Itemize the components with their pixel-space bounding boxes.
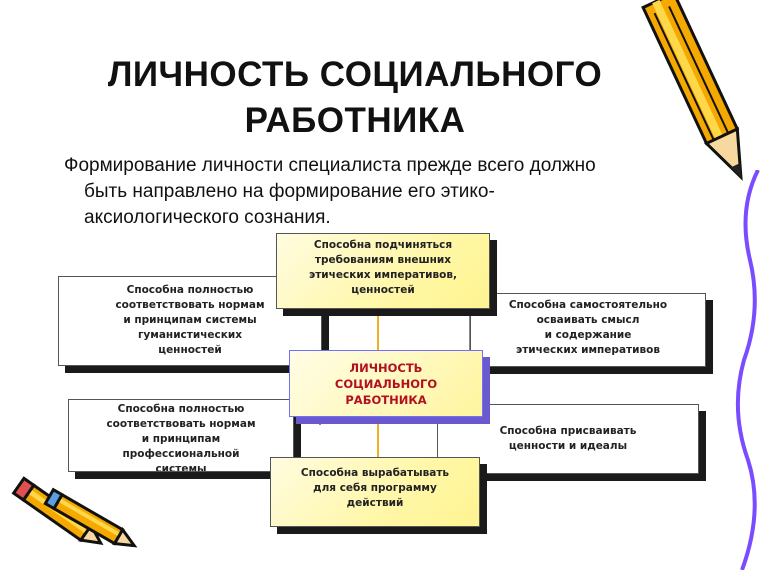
box-text: осваивать смысл [536, 314, 640, 326]
title-line-1: ЛИЧНОСТЬ СОЦИАЛЬНОГО [107, 55, 603, 94]
box-text: Способна подчиняться [313, 239, 453, 251]
box-text: и принципам [141, 433, 221, 445]
page-title: ЛИЧНОСТЬ СОЦИАЛЬНОГО РАБОТНИКА [60, 52, 650, 144]
center-text: ЛИЧНОСТЬ [349, 360, 423, 375]
box-center: ЛИЧНОСТЬ СОЦИАЛЬНОГО РАБОТНИКА [289, 350, 483, 417]
subtitle-paragraph: Формирование личности специалиста прежде… [64, 153, 714, 231]
box-text: соответствовать нормам [115, 299, 265, 311]
box-text: требованиям внешних [314, 254, 452, 266]
box-left-top: Способна полностью соответствовать норма… [58, 276, 322, 366]
box-right-top: Способна самостоятельно осваивать смысл … [470, 293, 706, 367]
subtitle-line-1: Формирование личности специалиста прежде… [64, 155, 596, 176]
box-text: ценностей [351, 284, 415, 296]
box-text: профессиональной [122, 448, 240, 460]
pencil-icon [43, 487, 138, 548]
box-text: Способна самостоятельно [508, 299, 668, 311]
center-text: СОЦИАЛЬНОГО [334, 376, 438, 391]
box-text: Способна полностью [117, 403, 245, 415]
subtitle-line-2: быть направлено на формирование его этик… [84, 181, 495, 202]
box-text: ценности и идеалы [508, 440, 628, 452]
pencil-icon [641, 0, 743, 181]
box-text: и принципам системы [123, 314, 257, 326]
box-right-bottom: Способна присваивать ценности и идеалы [437, 404, 699, 474]
box-text: Способна полностью [126, 284, 254, 296]
box-top: Способна подчиняться требованиям внешних… [276, 233, 490, 309]
box-bottom: Способна вырабатывать для себя программу… [270, 457, 480, 527]
box-text: для себя программу [313, 482, 437, 494]
subtitle-line-3: аксиологического сознания. [84, 207, 331, 228]
box-text: этических императивов, [309, 269, 457, 281]
box-text: системы [155, 463, 207, 472]
box-text: соответствовать нормам [106, 418, 256, 430]
box-text: Способна вырабатывать [300, 467, 450, 479]
box-text: ценностей [158, 344, 222, 356]
box-left-bottom: Способна полностью соответствовать норма… [68, 399, 294, 472]
box-text: Способна присваивать [499, 425, 637, 437]
box-text: этических императивов [515, 344, 660, 356]
center-text: РАБОТНИКА [345, 392, 427, 407]
box-text: действий [346, 497, 404, 509]
box-text: гуманистических [137, 329, 243, 341]
title-line-2: РАБОТНИКА [244, 101, 466, 140]
decorative-line [735, 170, 760, 570]
box-text: и содержание [544, 329, 632, 341]
